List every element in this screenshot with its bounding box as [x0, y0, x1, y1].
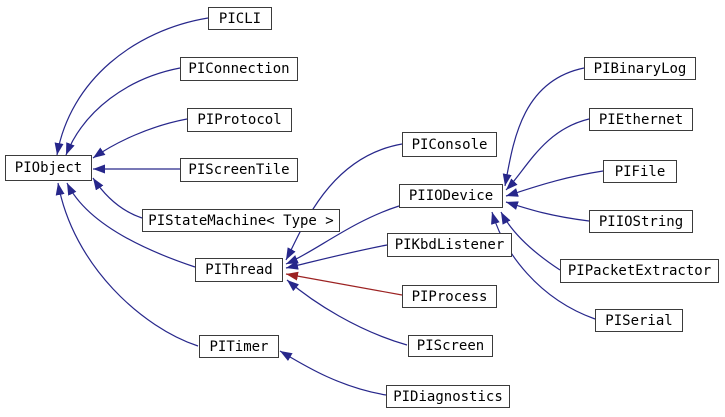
class-node-pibinarylog[interactable]: PIBinaryLog — [584, 57, 696, 80]
edge-piprotocol-to-piobject — [92, 118, 188, 159]
edge-piserial-to-piiodevice — [491, 211, 596, 320]
edge-pistatemachine-to-piobject — [92, 177, 143, 219]
class-node-pipacketextractor[interactable]: PIPacketExtractor — [560, 259, 719, 283]
class-node-pifile[interactable]: PIFile — [603, 160, 677, 183]
class-node-piscreen[interactable]: PIScreen — [408, 335, 493, 357]
class-node-pithread[interactable]: PIThread — [195, 258, 283, 282]
class-node-piethernet[interactable]: PIEthernet — [589, 108, 693, 131]
edge-piiodevice-to-pithread — [285, 205, 400, 265]
edge-piconsole-to-pithread — [285, 143, 403, 261]
class-node-pikbdlistener[interactable]: PIKbdListener — [387, 233, 512, 257]
class-node-piprotocol[interactable]: PIProtocol — [187, 108, 292, 132]
class-node-piiodevice[interactable]: PIIODevice — [399, 184, 503, 208]
edge-picli-to-piobject — [54, 17, 209, 156]
edge-pidiagnostics-to-pitimer — [279, 350, 387, 396]
class-node-pidiagnostics[interactable]: PIDiagnostics — [386, 385, 510, 408]
edge-pifile-to-piiodevice — [505, 170, 604, 197]
class-node-pitimer[interactable]: PITimer — [199, 335, 279, 358]
class-node-piconnection[interactable]: PIConnection — [180, 57, 298, 81]
class-node-piscreentile[interactable]: PIScreenTile — [180, 158, 298, 182]
edge-piprocess-to-pithread — [285, 271, 403, 296]
class-node-piconsole[interactable]: PIConsole — [402, 132, 497, 157]
class-node-picli[interactable]: PICLI — [208, 7, 272, 30]
class-node-pistatemachine[interactable]: PIStateMachine< Type > — [142, 209, 340, 232]
class-node-piserial[interactable]: PISerial — [595, 309, 683, 332]
edge-pibinarylog-to-piiodevice — [502, 67, 585, 187]
edge-piethernet-to-piiodevice — [505, 118, 590, 191]
edge-pikbdlistener-to-pithread — [285, 244, 388, 270]
edge-pipacketextractor-to-piiodevice — [500, 211, 561, 271]
edge-piconnection-to-piobject — [65, 67, 181, 156]
class-node-piiostring[interactable]: PIIOString — [589, 210, 693, 233]
edge-pitimer-to-piobject — [55, 182, 199, 347]
edge-pithread-to-piobject — [66, 182, 196, 268]
edge-piscreen-to-pithread — [286, 279, 408, 346]
edge-piiostring-to-piiodevice — [505, 201, 590, 222]
class-node-piprocess[interactable]: PIProcess — [402, 285, 497, 308]
class-node-piobject[interactable]: PIObject — [5, 155, 92, 181]
